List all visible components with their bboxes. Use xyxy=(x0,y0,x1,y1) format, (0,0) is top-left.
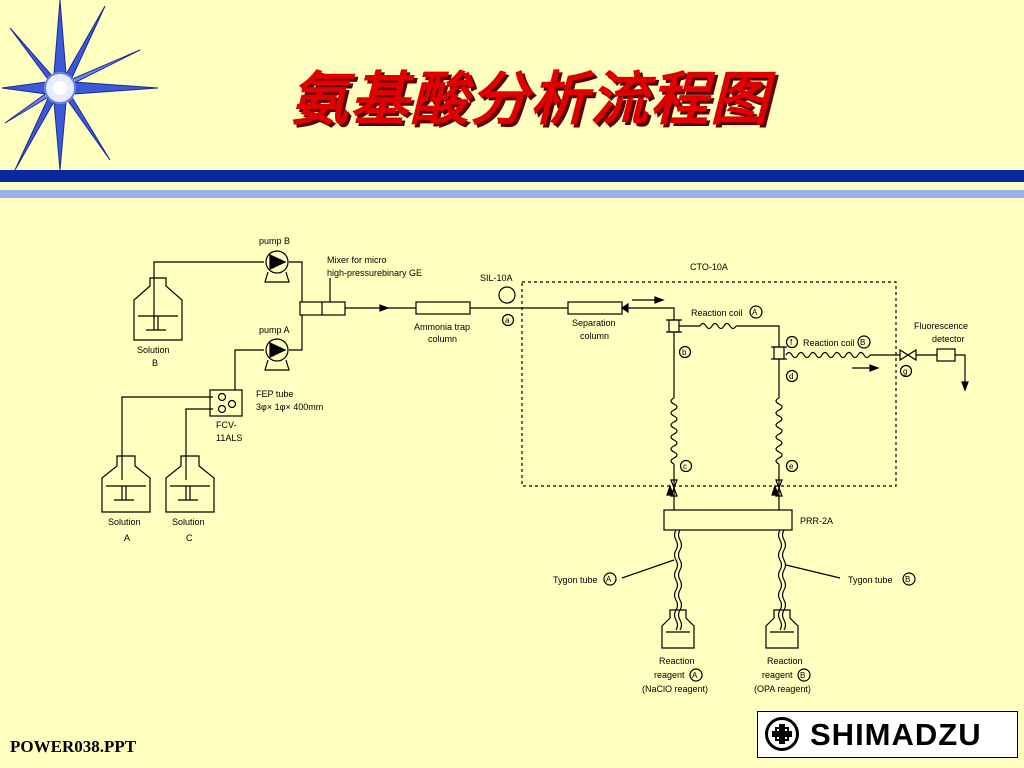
coil-b-label: Reaction coil xyxy=(803,338,855,348)
mark-e: e xyxy=(789,462,794,471)
star-decoration xyxy=(1,0,159,170)
title-band xyxy=(0,170,1024,182)
pump-a xyxy=(264,338,290,371)
tee-d xyxy=(771,346,787,360)
separation-label-1: Separation xyxy=(572,318,616,328)
solution-c-bottle xyxy=(165,455,215,513)
ammonia-label-2: column xyxy=(428,334,457,344)
solution-c-label-1: Solution xyxy=(172,517,205,527)
mixer-label-1: Mixer for micro xyxy=(327,255,387,265)
mark-b: b xyxy=(682,348,687,357)
fluorescence-detector xyxy=(936,348,956,362)
mark-a1: a xyxy=(505,316,510,325)
reagent-a-bottle xyxy=(661,609,695,649)
reaction-coil-b xyxy=(785,351,871,359)
mixer-label-2: high-pressurebinary GE xyxy=(327,268,422,278)
detector-label-2: detector xyxy=(932,334,965,344)
delay-coil-left xyxy=(670,397,678,465)
solution-a-label-2: A xyxy=(124,533,130,543)
solution-c-label-2: C xyxy=(186,533,193,543)
solution-a-label-1: Solution xyxy=(108,517,141,527)
pump-b xyxy=(264,250,290,283)
prr-pump xyxy=(663,509,793,531)
fep-label-1: FEP tube xyxy=(256,389,293,399)
ammonia-label-1: Ammonia trap xyxy=(414,322,470,332)
mark-c: c xyxy=(683,462,687,471)
mark-f: f xyxy=(790,338,793,347)
mark-coil-b: B xyxy=(860,338,865,347)
reagent-b-label-3: (OPA reagent) xyxy=(754,684,811,694)
mark-tygon-a: A xyxy=(606,575,612,584)
valve-g xyxy=(899,348,917,362)
coil-a-label: Reaction coil xyxy=(691,308,743,318)
ammonia-trap-column xyxy=(415,301,471,315)
solution-b-bottle xyxy=(133,277,183,341)
cto-label: CTO-10A xyxy=(690,262,728,272)
reagent-a-label-1: Reaction xyxy=(659,656,695,666)
solution-b-label-1: Solution xyxy=(137,345,170,355)
slide-title: 氨基酸分析流程图 xyxy=(290,65,771,133)
cto-oven xyxy=(521,281,897,487)
fcv-label-2: 11ALS xyxy=(216,433,242,443)
tygon-b-label: Tygon tube xyxy=(848,575,893,585)
tygon-a-label: Tygon tube xyxy=(553,575,598,585)
detector-label-1: Fluorescence xyxy=(914,321,968,331)
title-band-light xyxy=(0,190,1024,198)
reagent-b-label-2: reagent xyxy=(762,670,793,680)
shimadzu-logo-text: SHIMADZU xyxy=(810,717,982,752)
reagent-b-bottle xyxy=(765,609,799,649)
mark-reagent-b: B xyxy=(800,671,805,680)
footer-filename: POWER038.PPT xyxy=(10,737,137,756)
mark-reagent-a: A xyxy=(692,671,698,680)
fep-label-2: 3φ× 1φ× 400mm xyxy=(256,402,323,412)
delay-coil-right xyxy=(775,397,783,465)
separation-label-2: column xyxy=(580,331,609,341)
sil-injector xyxy=(498,286,516,304)
solution-a-bottle xyxy=(101,455,151,513)
reagent-b-label-1: Reaction xyxy=(767,656,803,666)
tygon-tube-b xyxy=(777,529,783,631)
pump-b-label: pump B xyxy=(259,236,290,246)
reaction-coil-a xyxy=(699,322,737,330)
shimadzu-logo: SHIMADZU xyxy=(757,711,1018,758)
fcv-valve xyxy=(209,389,243,417)
tygon-tube-a xyxy=(673,529,679,631)
mark-g: g xyxy=(903,367,907,376)
separation-column xyxy=(567,301,623,315)
reagent-a-label-3: (NaClO reagent) xyxy=(642,684,708,694)
sil-label: SIL-10A xyxy=(480,273,513,283)
pump-a-label: pump A xyxy=(259,325,290,335)
mark-tygon-b: B xyxy=(905,575,910,584)
prr-label: PRR-2A xyxy=(800,516,833,526)
mark-coil-a: A xyxy=(752,308,758,317)
reagent-a-label-2: reagent xyxy=(654,670,685,680)
shimadzu-logo-mark xyxy=(765,717,799,751)
fcv-label-1: FCV- xyxy=(216,420,237,430)
solution-b-label-2: B xyxy=(152,358,158,368)
mark-d: d xyxy=(789,372,793,381)
